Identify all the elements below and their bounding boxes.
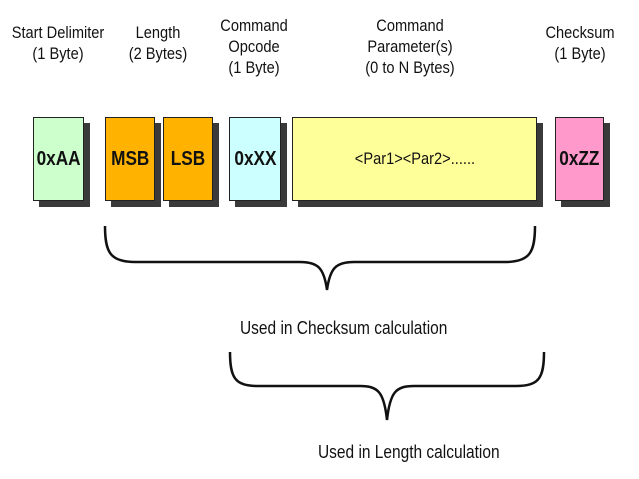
checksum-size: (1 Byte) xyxy=(554,44,606,63)
checksum-title: Checksum xyxy=(545,23,615,42)
checksum-header: Checksum (1 Byte) xyxy=(539,22,622,64)
length-lsb-box: LSB xyxy=(163,117,213,201)
command-parameters-header: Command Parameter(s) (0 to N Bytes) xyxy=(354,15,466,78)
start-delimiter-box: 0xAA xyxy=(33,117,84,201)
length-msb-value: MSB xyxy=(110,147,150,170)
length-header: Length (2 Bytes) xyxy=(113,22,202,64)
length-title: Length xyxy=(135,23,181,42)
command-parameters-value: <Par1><Par2>...... xyxy=(354,149,475,168)
start-delimiter-size: (1 Byte) xyxy=(32,44,84,63)
length-size: (2 Bytes) xyxy=(128,44,188,63)
command-parameters-box: <Par1><Par2>...... xyxy=(292,117,537,201)
command-opcode-header: Command Opcode (1 Byte) xyxy=(215,15,292,78)
start-delimiter-title: Start Delimiter xyxy=(11,23,105,42)
start-delimiter-header: Start Delimiter (1 Byte) xyxy=(5,22,112,64)
command-opcode-value: 0xXX xyxy=(233,147,277,170)
checksum-box: 0xZZ xyxy=(555,117,604,201)
command-opcode-box: 0xXX xyxy=(229,117,281,201)
length-span-bracket xyxy=(228,351,546,421)
command-opcode-size: (1 Byte) xyxy=(228,58,280,77)
command-opcode-title: Command xyxy=(220,16,288,35)
checksum-span-label: Used in Checksum calculation xyxy=(240,318,448,338)
length-lsb-value: LSB xyxy=(170,147,206,170)
checksum-value: 0xZZ xyxy=(559,147,600,170)
checksum-span-bracket xyxy=(103,225,537,291)
length-msb-box: MSB xyxy=(105,117,155,201)
command-parameters-size: (0 to N Bytes) xyxy=(365,58,455,77)
command-opcode-subtitle: Opcode xyxy=(228,37,280,56)
length-span-label: Used in Length calculation xyxy=(318,442,500,462)
command-parameters-subtitle: Parameter(s) xyxy=(367,37,453,56)
start-delimiter-value: 0xAA xyxy=(36,147,81,170)
command-parameters-title: Command xyxy=(376,16,444,35)
